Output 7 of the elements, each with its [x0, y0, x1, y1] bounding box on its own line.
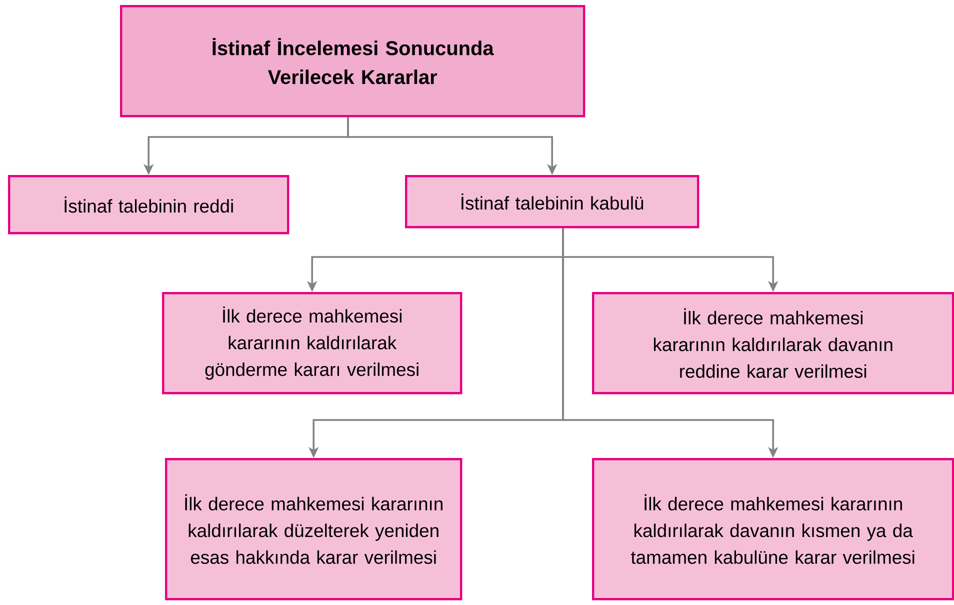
decision-box: İlk derece mahkemesi kararının kaldırılarak düzelterek yeniden esas hakkında karar verilmesi: [165, 458, 462, 600]
heading-box: İstinaf İncelemesi Sonucunda Verilecek Kararlar: [120, 5, 586, 118]
decision-box: İlk derece mahkemesi kararının kaldırılarak gönderme kararı verilmesi: [162, 292, 462, 394]
decision-box: İlk derece mahkemesi kararının kaldırılarak davanın reddine karar verilmesi: [592, 292, 954, 394]
decision-box: İstinaf talebinin kabulü: [405, 175, 700, 228]
decision-box: İstinaf talebinin reddi: [8, 175, 290, 234]
decision-box: İlk derece mahkemesi kararının kaldırılarak davanın kısmen ya da tamamen kabulüne karar verilmesi: [592, 458, 954, 600]
